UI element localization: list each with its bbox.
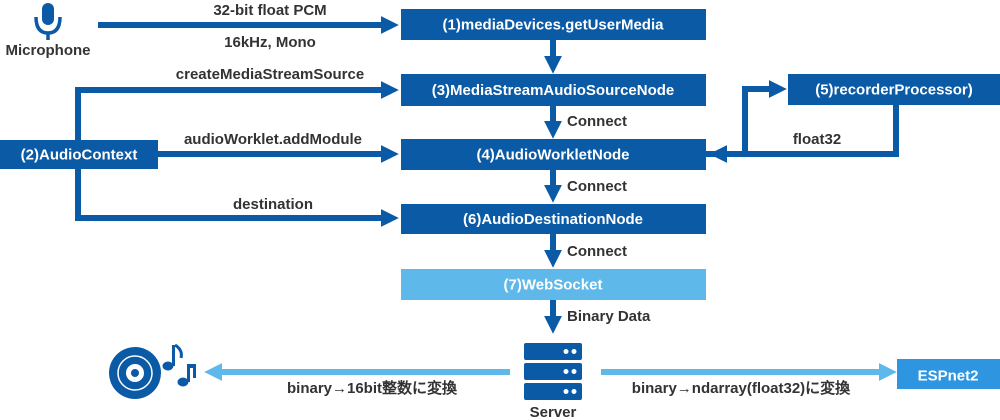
label-connect-1: Connect [567,113,627,130]
server-icon [524,343,582,400]
node-audio-context: (2)AudioContext [0,140,158,169]
music-disc-icon [109,347,161,399]
node-audio-worklet: (4)AudioWorkletNode [401,139,706,170]
node-media-stream-source: (3)MediaStreamAudioSourceNode [401,74,706,106]
node-getusermedia-label: (1)mediaDevices.getUserMedia [443,17,665,34]
label-float32: float32 [793,131,841,148]
node-getusermedia: (1)mediaDevices.getUserMedia [401,9,706,40]
node-recorder-processor-label: (5)recorderProcessor) [815,82,973,99]
node-espnet: ESPnet2 [897,359,1000,389]
node-audio-worklet-label: (4)AudioWorkletNode [476,147,629,164]
arrow-worklet-to-processor [706,80,787,157]
arrow-context-to-source [75,81,399,140]
arrow-context-to-destination [75,168,399,227]
arrow-processor-to-worklet [709,105,899,163]
label-to-int16: binary→16bit整数に変換 [287,379,458,397]
label-create-source: createMediaStreamSource [176,66,364,83]
label-binary-data: Binary Data [567,308,651,325]
music-note-icon [162,343,196,387]
microphone-label: Microphone [6,42,91,59]
node-audio-destination-label: (6)AudioDestinationNode [463,211,643,228]
label-sample-rate: 16kHz, Mono [224,34,316,51]
node-audio-destination: (6)AudioDestinationNode [401,204,706,234]
label-to-ndarray: binary→ndarray(float32)に変換 [632,379,851,397]
node-websocket-label: (7)WebSocket [504,277,603,294]
server-label: Server [530,404,577,420]
label-connect-3: Connect [567,243,627,260]
label-pcm-format: 32-bit float PCM [213,2,326,19]
node-recorder-processor: (5)recorderProcessor) [788,74,1000,105]
label-add-module: audioWorklet.addModule [184,131,362,148]
node-espnet-label: ESPnet2 [918,368,979,385]
node-media-stream-source-label: (3)MediaStreamAudioSourceNode [432,82,675,99]
microphone-icon [34,3,62,40]
label-destination: destination [233,196,313,213]
label-connect-2: Connect [567,178,627,195]
node-audio-context-label: (2)AudioContext [21,147,138,164]
node-websocket: (7)WebSocket [401,269,706,300]
